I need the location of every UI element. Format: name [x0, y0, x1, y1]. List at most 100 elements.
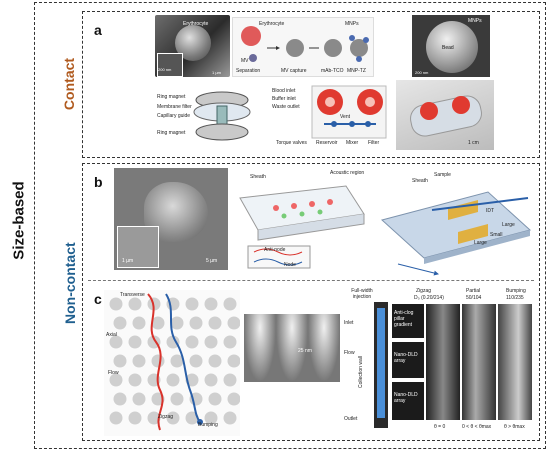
noncontact-label: Non-contact	[62, 242, 78, 324]
pillar	[170, 392, 184, 406]
dev2-reservoir: Reservoir	[316, 140, 338, 146]
pillar	[109, 411, 123, 425]
dev2-buffer-inlet: Buffer inlet	[272, 96, 296, 102]
dld-transverse-label: Transverse	[120, 292, 145, 298]
mab-tco-shape	[324, 39, 342, 57]
pillar	[128, 411, 142, 425]
pillar	[204, 373, 218, 387]
nanopillar-sem: 25 nm	[244, 314, 340, 382]
chip-block-dld2	[392, 382, 424, 420]
cell-sem-image: 1 µm 5 µm	[114, 168, 228, 270]
contact-section	[82, 11, 540, 158]
pillar	[113, 316, 127, 330]
size-based-label: Size-based	[10, 181, 28, 260]
dld-pillar-array: Transverse Axial Flow Zigzag Bumping	[104, 290, 241, 436]
pillar	[185, 297, 199, 311]
chip-header-bumping: Bumping	[506, 288, 526, 294]
pillar	[147, 411, 161, 425]
dev1-ring-magnet-bottom: Ring magnet	[157, 130, 186, 136]
saw-sample-label: Sample	[434, 172, 451, 178]
schem-label-separation: Separation	[236, 68, 261, 74]
micrograph-scale: 1 µm	[212, 70, 221, 75]
erythrocyte-label: Erythrocyte	[183, 21, 209, 27]
chip-inlet: Inlet	[344, 320, 354, 326]
pillar	[170, 316, 184, 330]
sem-scale: 5 µm	[206, 258, 218, 264]
saw-sheath-label: Sheath	[412, 178, 428, 184]
panel-letter-a: a	[94, 22, 102, 38]
dev2-vent: Vent	[340, 114, 351, 120]
pillar	[185, 411, 199, 425]
schem-label-mnps: MNPs	[345, 21, 359, 27]
bumping-particle	[197, 419, 203, 425]
pillar	[227, 354, 241, 368]
bead-label: Bead	[442, 45, 454, 51]
pillar	[128, 335, 142, 349]
pillar	[227, 316, 241, 330]
pillar	[208, 354, 222, 368]
contact-label: Contact	[61, 57, 77, 111]
pillar	[113, 392, 127, 406]
nanopillar-scale: 25 nm	[298, 348, 312, 354]
pillar	[223, 411, 237, 425]
magnet-device-svg	[193, 91, 251, 141]
pillar	[132, 392, 146, 406]
chip-sub-bumping: 110/235	[506, 295, 524, 301]
acoustic-schematic: Sheath Acoustic region Anti-node Node	[236, 168, 368, 274]
dev2-filter: Filter	[368, 140, 380, 146]
sem-inset	[117, 226, 159, 268]
chip-flow: Flow	[344, 350, 355, 356]
legend-antinode: Anti-node	[264, 247, 286, 253]
erythrocyte-micrograph: Erythrocyte 200 nm 1 µm	[155, 15, 230, 77]
saw-device-svg	[380, 191, 532, 276]
acoustic-schematic-svg	[239, 185, 365, 269]
dev2-mixer: Mixer	[346, 140, 359, 146]
dld-flow-label: Flow	[108, 370, 119, 376]
pillar	[109, 373, 123, 387]
pillar	[166, 373, 180, 387]
saw-small-label: Small	[490, 232, 503, 238]
panel-letter-b: b	[94, 174, 103, 190]
block-label-anticlog: Anti-clog pillar gradient	[394, 310, 414, 328]
inset-box	[157, 53, 183, 77]
pillar	[227, 392, 241, 406]
block-label-dld2: Nano-DLD array	[394, 392, 418, 404]
pillar	[223, 297, 237, 311]
chip-block-dld1	[392, 342, 424, 378]
pillar	[208, 316, 222, 330]
footer-theta-max: θ > θmax	[504, 424, 525, 430]
pillar	[113, 354, 127, 368]
pillar	[109, 297, 123, 311]
chip-channel	[374, 302, 388, 428]
acoustic-sheath-label: Sheath	[250, 174, 266, 180]
result-column-zigzag	[426, 304, 460, 420]
disc-device-svg	[311, 85, 387, 139]
pillar	[128, 297, 142, 311]
section-divider	[88, 280, 534, 281]
chip-block-antclog	[392, 304, 424, 338]
dld-axial-label: Axial	[106, 332, 117, 338]
footer-theta-zero: θ = 0	[434, 424, 446, 430]
saw-idt-label: IDT	[486, 208, 495, 214]
nano-dld-chip: Full-width injection Zigzag Partial Bump…	[344, 288, 534, 436]
schem-label-erythrocyte: Erythrocyte	[259, 21, 285, 27]
noncontact-section	[82, 163, 540, 441]
schem-label-mv-capture: MV capture	[281, 68, 307, 74]
mnp-tz-shape	[350, 39, 368, 57]
footer-theta-between: 0 < θ < θmax	[462, 424, 492, 430]
dev2-blood-inlet: Blood inlet	[272, 88, 296, 94]
erythrocyte-shape	[241, 26, 261, 46]
pillar	[208, 392, 222, 406]
mv-shape	[249, 54, 257, 62]
inset-scale: 200 nm	[158, 67, 172, 72]
panel-letter-c: c	[94, 291, 102, 307]
schem-label-mv: MV	[241, 58, 249, 64]
chip-header-injection: Full-width injection	[351, 288, 373, 300]
bumping-trajectory	[165, 293, 201, 423]
pillar	[128, 373, 142, 387]
pillar	[166, 335, 180, 349]
zigzag-trajectory	[147, 293, 164, 431]
photo-chip	[407, 92, 485, 140]
capture-schematic-svg	[241, 26, 369, 62]
saw-device: Sheath Sample IDT Large Small Large	[378, 168, 534, 276]
